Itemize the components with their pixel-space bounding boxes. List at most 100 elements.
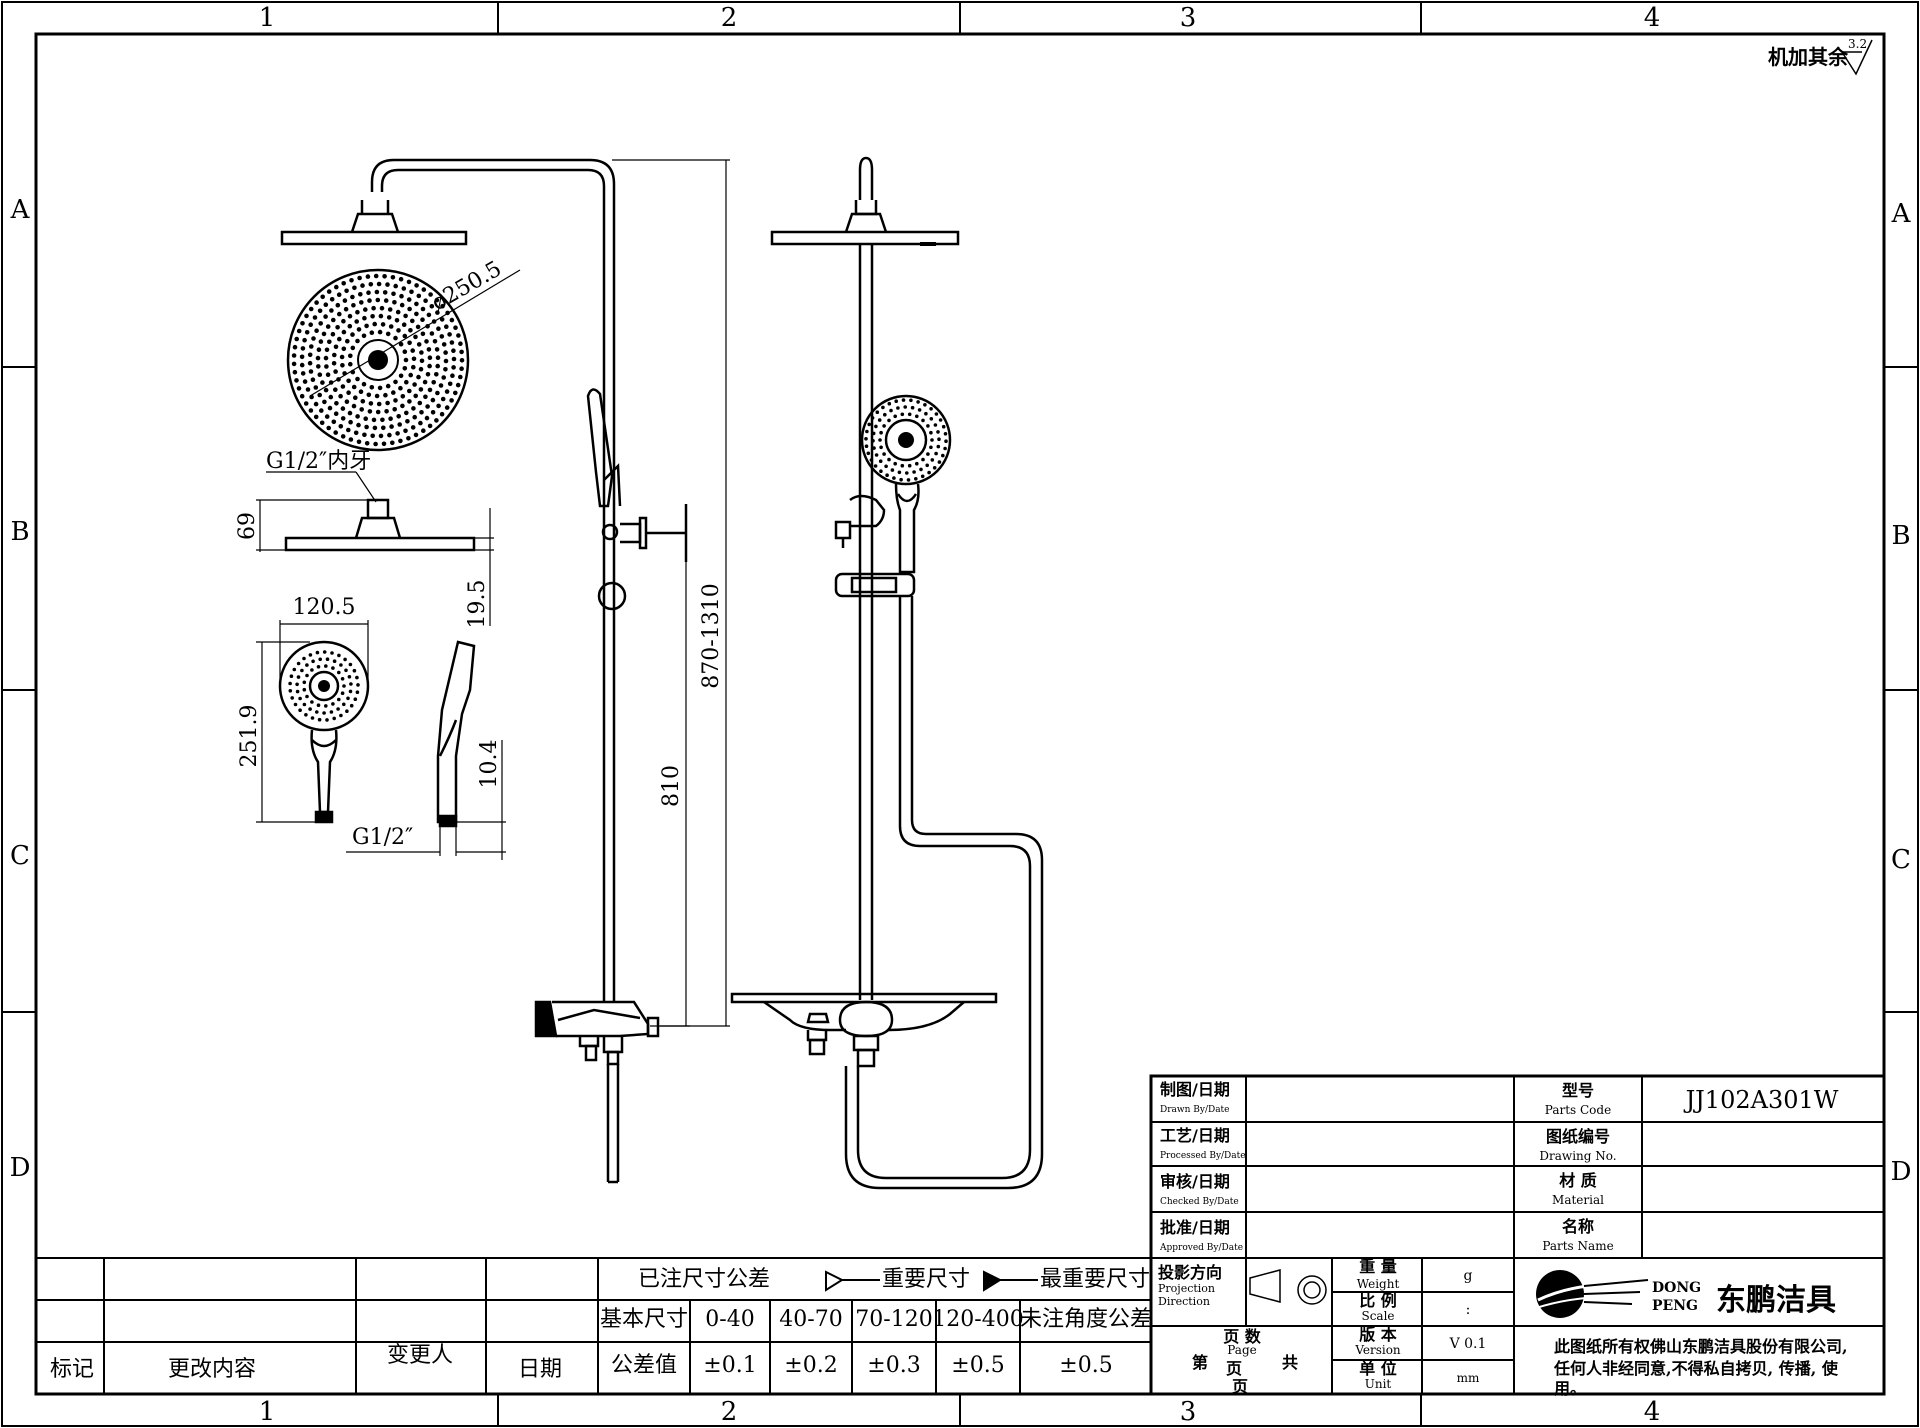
nozzle-dot	[906, 478, 911, 482]
nozzle-dot	[363, 416, 369, 422]
tol-value-3: ±0.3	[867, 1353, 920, 1378]
nozzle-dot	[411, 406, 416, 411]
nozzle-dot	[409, 289, 414, 295]
nozzle-dot	[344, 288, 349, 294]
tb-version-en: Version	[1354, 1343, 1401, 1357]
tb-page-cn: 页 数	[1223, 1327, 1262, 1346]
nozzle-dot	[355, 338, 360, 344]
nozzle-dot	[398, 341, 404, 347]
nozzle-dot	[410, 348, 416, 353]
nozzle-dot	[317, 392, 323, 398]
nozzle-dot	[296, 328, 302, 334]
nozzle-dot	[921, 457, 925, 462]
nozzle-dot	[424, 415, 430, 421]
nozzle-dot	[324, 364, 329, 369]
title-block	[1149, 1074, 1886, 1396]
nozzle-dot	[304, 713, 308, 717]
tb-drawn-en: Drawn By/Date	[1160, 1105, 1230, 1115]
nozzle-dot	[418, 420, 423, 426]
nozzle-dot	[416, 374, 421, 380]
zone-row-c-right: C	[1891, 845, 1911, 875]
nozzle-dot	[291, 353, 297, 358]
nozzle-dot	[458, 374, 463, 380]
tb-version-value: V 0.1	[1449, 1336, 1487, 1352]
nozzle-dot	[304, 313, 309, 319]
nozzle-dot	[423, 298, 428, 304]
nozzle-dot	[899, 477, 903, 482]
nozzle-dot	[333, 369, 338, 374]
nozzle-dot	[320, 294, 326, 300]
nozzle-dot	[434, 347, 440, 352]
nozzle-dot	[288, 681, 292, 686]
nozzle-dot	[380, 417, 385, 423]
dim-head-thread: G1/2″内牙	[266, 449, 371, 474]
nozzle-dot	[381, 425, 386, 431]
nozzle-dot	[867, 422, 871, 427]
logo-en-1: DONG	[1652, 1280, 1701, 1296]
nozzle-dot	[324, 414, 330, 419]
nozzle-dot	[910, 405, 915, 410]
nozzle-dot	[362, 315, 367, 321]
nozzle-dot	[427, 355, 433, 361]
nozzle-dot	[875, 410, 880, 415]
nozzle-dot	[879, 430, 883, 435]
tb-drawing-no-cn: 图纸编号	[1546, 1127, 1610, 1146]
nozzle-dot	[929, 430, 933, 435]
nozzle-dot	[420, 317, 425, 323]
nozzle-dot	[893, 461, 897, 466]
nozzle-dot	[368, 401, 374, 406]
roughness-value: 3.2	[1848, 37, 1867, 51]
nozzle-dot	[413, 432, 419, 438]
nozzle-dot	[900, 463, 905, 468]
nozzle-dot	[374, 393, 380, 399]
nozzle-dot	[307, 352, 313, 358]
nozzle-dot	[458, 341, 463, 347]
nozzle-dot	[417, 400, 423, 406]
shower-head-face	[286, 268, 470, 452]
nozzle-dot	[324, 704, 328, 708]
dim-hand-length: 251.9	[237, 705, 262, 768]
nozzle-dot	[352, 668, 357, 673]
nozzle-dot	[351, 384, 357, 390]
nozzle-dot	[901, 398, 906, 402]
nozzle-dot	[293, 702, 298, 707]
nozzle-dot	[430, 410, 436, 415]
nozzle-dot	[347, 410, 353, 416]
tb-page-gong: 共	[1282, 1353, 1298, 1372]
nozzle-dot	[407, 399, 412, 404]
nozzle-dot	[337, 670, 341, 675]
tb-scale-value: :	[1466, 1302, 1471, 1318]
copyright-line-2: 任何人非经同意,不得私自拷贝, 传播, 使	[1553, 1359, 1839, 1378]
tb-projection-en1: Projection	[1158, 1282, 1215, 1295]
nozzle-dot	[408, 328, 413, 333]
nozzle-dot	[333, 387, 338, 393]
zone-col-3-top: 3	[1180, 3, 1197, 33]
tb-scale-en: Scale	[1361, 1309, 1394, 1323]
nozzle-dot	[316, 665, 321, 669]
nozzle-dot	[357, 275, 362, 281]
nozzle-dot	[323, 314, 328, 319]
nozzle-dot	[453, 325, 458, 331]
nozzle-dot	[340, 416, 346, 421]
dim-hand-thread: G1/2″	[352, 825, 413, 850]
nozzle-dot	[292, 369, 298, 375]
nozzle-dot	[318, 339, 324, 344]
nozzle-dot	[385, 383, 391, 389]
nozzle-dot	[403, 428, 408, 434]
nozzle-dot	[308, 306, 314, 312]
nozzle-dot	[332, 659, 337, 663]
nozzle-dot	[459, 358, 465, 363]
nozzle-dot	[331, 419, 337, 425]
nozzle-dot	[439, 317, 445, 322]
hand-front-dimensions	[256, 620, 369, 823]
nozzle-dot	[907, 412, 912, 417]
nozzle-dot	[929, 445, 933, 450]
nozzle-dot	[352, 285, 357, 291]
nozzle-dot	[323, 387, 329, 393]
nozzle-dot	[429, 331, 435, 336]
nozzle-dot	[322, 399, 327, 405]
nozzle-dot	[296, 386, 302, 391]
nozzle-dot	[915, 461, 919, 466]
nozzle-dot	[302, 379, 308, 384]
